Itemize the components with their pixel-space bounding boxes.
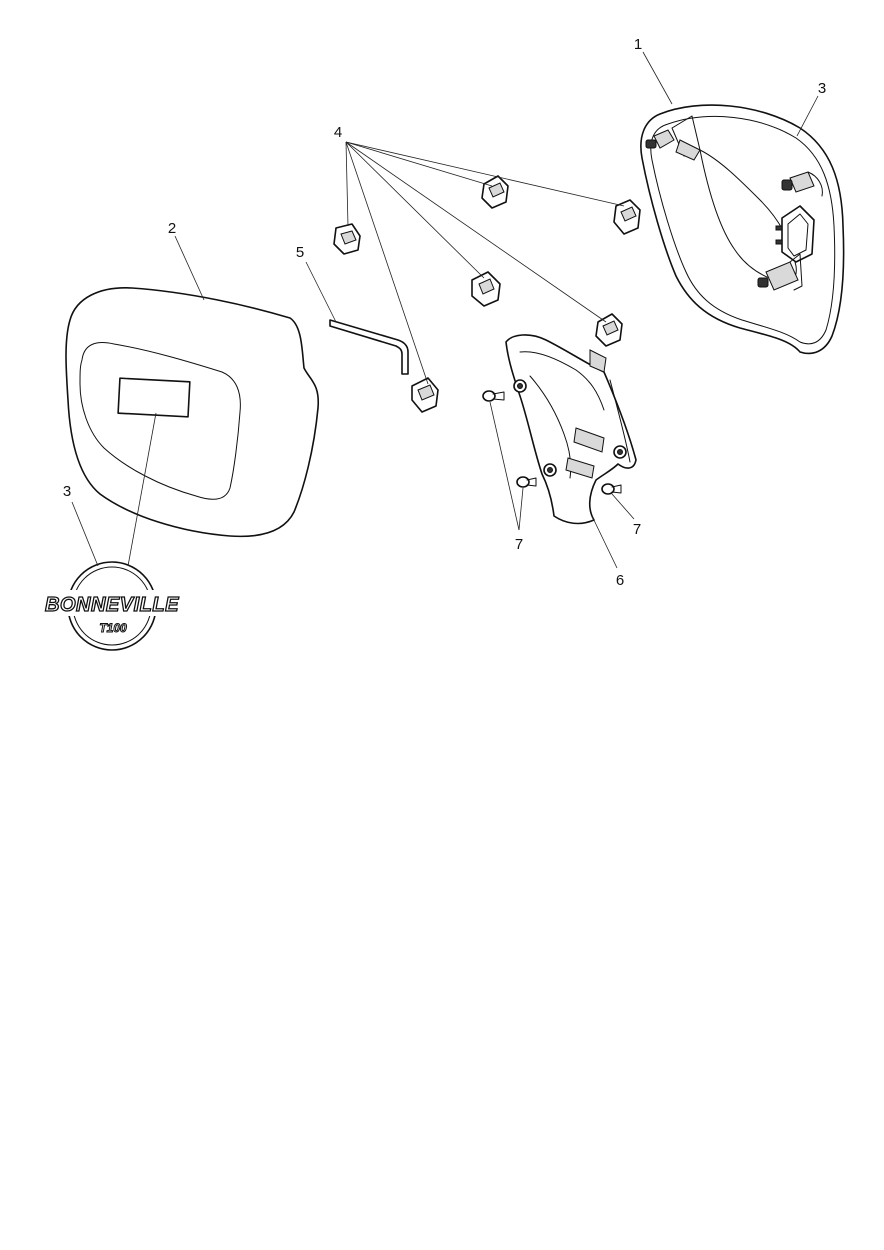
callout-4: 4 <box>334 124 342 141</box>
grommet <box>411 377 439 413</box>
badge-name-text: BONNEVILLE <box>45 594 179 616</box>
screw <box>601 483 622 495</box>
mounting-peg <box>757 253 803 291</box>
screw <box>482 390 505 402</box>
callout-7-right: 7 <box>633 521 641 538</box>
badge-recess <box>117 377 191 418</box>
mounting-bracket <box>505 334 637 525</box>
callout-2: 2 <box>168 220 176 237</box>
mounting-peg <box>781 171 823 197</box>
grommet <box>595 313 623 347</box>
callout-3-right: 3 <box>818 80 826 97</box>
side-cover-outer-view <box>65 287 320 538</box>
callout-3-left: 3 <box>63 483 71 500</box>
callout-7-left: 7 <box>515 536 523 553</box>
badge-model-text: T100 <box>99 621 127 635</box>
grommet <box>481 175 509 209</box>
bonneville-badge: BONNEVILLE T100 <box>34 561 192 651</box>
callout-labels: 1 3 4 2 5 3 7 7 6 <box>63 36 826 589</box>
callout-1: 1 <box>634 36 642 53</box>
mounting-peg <box>645 115 701 161</box>
callout-5: 5 <box>296 244 304 261</box>
side-cover-inner-view <box>640 104 845 355</box>
grommet <box>333 223 361 255</box>
grommet <box>613 199 641 235</box>
grommet <box>471 271 501 307</box>
screw <box>516 476 537 488</box>
hex-key <box>329 319 409 375</box>
callout-6: 6 <box>616 572 624 589</box>
cover-bracket <box>775 205 815 263</box>
leader-lines <box>71 51 819 569</box>
